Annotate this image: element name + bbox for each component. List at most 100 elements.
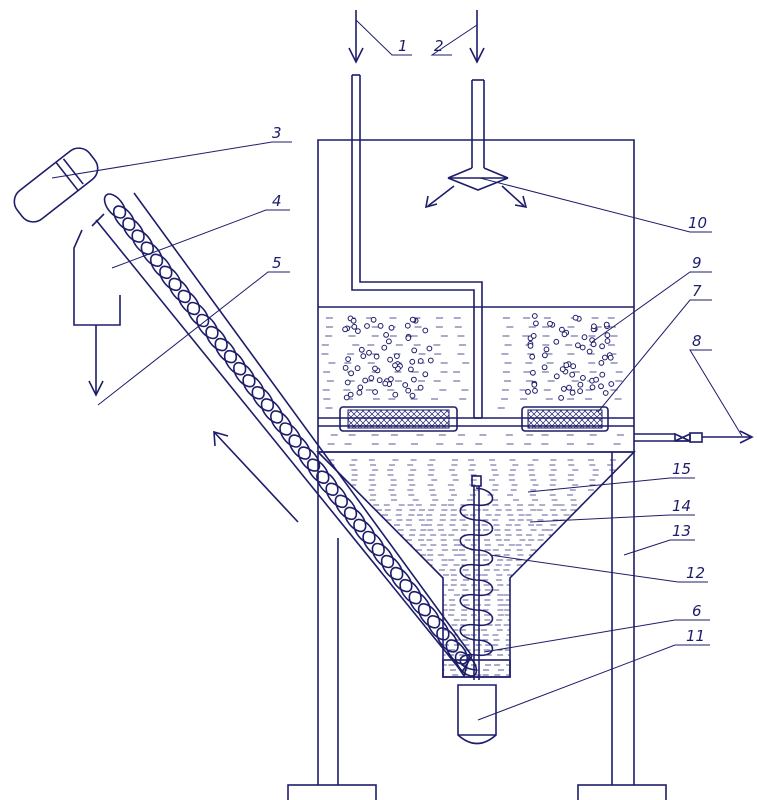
- conveyor-flight: [399, 578, 422, 605]
- vertical-screw: [459, 475, 494, 680]
- bubble: [577, 388, 583, 395]
- conveyor-flight: [380, 554, 404, 581]
- outlet-pipe-8: [634, 430, 754, 444]
- bubble: [356, 389, 363, 396]
- bubble: [345, 356, 352, 363]
- bubble: [409, 316, 416, 323]
- label-11: 11: [686, 627, 705, 645]
- bubble: [591, 323, 597, 330]
- bubble: [392, 362, 398, 369]
- label-3: 3: [272, 124, 282, 142]
- bubble: [607, 354, 614, 361]
- conveyor-flight: [186, 301, 210, 328]
- conveyor-flight: [454, 651, 478, 677]
- inclined-screw-conveyor: [95, 192, 478, 678]
- bubble: [409, 358, 416, 365]
- label-6: 6: [692, 602, 702, 620]
- inlet-pipe-1: [318, 74, 634, 427]
- bubble: [404, 322, 411, 329]
- conveyor-flight: [334, 494, 358, 521]
- bubble: [599, 371, 606, 378]
- bubble: [344, 379, 351, 386]
- conveyor-flight: [103, 193, 127, 219]
- bubble: [529, 353, 536, 360]
- conveyor-flight: [196, 313, 219, 340]
- conveyor-flight: [168, 277, 191, 304]
- bubble: [348, 370, 355, 377]
- conveyor-flight: [408, 590, 432, 617]
- bubble: [387, 356, 394, 363]
- bubble: [350, 317, 357, 324]
- label-2: 2: [434, 37, 444, 55]
- bubble: [388, 376, 394, 383]
- conveyor-flight: [297, 446, 321, 472]
- bubble: [604, 332, 611, 339]
- conveyor-flight: [205, 325, 228, 352]
- conveyor-flight: [223, 349, 247, 376]
- bubble: [553, 338, 560, 345]
- bubble: [579, 344, 586, 351]
- bubble: [360, 353, 367, 360]
- bubble: [417, 384, 424, 391]
- conveyor-flight: [288, 434, 311, 460]
- bubble: [342, 326, 349, 333]
- bubble: [575, 342, 581, 349]
- bubble: [577, 381, 584, 388]
- bubble: [381, 344, 388, 351]
- bubble: [372, 365, 378, 372]
- bubble: [593, 376, 599, 383]
- bubble: [408, 366, 414, 373]
- bubble: [566, 384, 572, 391]
- conveyor-flight: [270, 410, 293, 436]
- conveyor-flight: [251, 386, 275, 412]
- label-10: 10: [688, 214, 707, 232]
- bubble: [411, 376, 417, 383]
- bubble: [422, 371, 429, 378]
- inlet-pipe-2: [424, 79, 528, 209]
- bubble: [608, 381, 615, 387]
- support-legs: [287, 452, 667, 800]
- bubble: [402, 382, 409, 388]
- bubble: [364, 323, 370, 329]
- bubble: [368, 375, 375, 381]
- label-13: 13: [672, 522, 691, 540]
- bubble: [525, 389, 531, 395]
- bubble: [347, 391, 354, 398]
- bubble: [531, 381, 538, 388]
- bubble: [409, 392, 416, 399]
- bubble: [417, 358, 424, 364]
- bubble: [553, 373, 560, 380]
- bubble: [561, 386, 567, 392]
- conveyor-flight: [260, 398, 284, 424]
- bubble: [547, 320, 553, 327]
- bubble: [362, 377, 369, 384]
- conveyor-flight: [427, 615, 450, 641]
- conveyor-direction-arrow: [213, 430, 299, 523]
- conveyor-flight: [390, 566, 413, 593]
- label-5: 5: [272, 254, 282, 272]
- conveyor-flight: [112, 205, 136, 231]
- bubble: [388, 324, 395, 331]
- bubble: [357, 384, 364, 391]
- conveyor-flight: [122, 217, 145, 243]
- bubble: [586, 348, 593, 355]
- bubble: [392, 391, 399, 398]
- bubble: [602, 390, 609, 396]
- conveyor-flight: [343, 506, 367, 533]
- bubble: [570, 363, 577, 370]
- bubble: [426, 345, 433, 352]
- bubble: [376, 377, 383, 384]
- bubble: [358, 346, 365, 353]
- label-1: 1: [398, 37, 408, 55]
- conveyor-flight: [214, 337, 238, 364]
- bubble: [530, 333, 537, 339]
- bubble: [527, 343, 534, 349]
- gas-bubbles: [342, 313, 615, 401]
- conveyor-flight: [306, 458, 330, 484]
- bubble: [572, 314, 579, 321]
- screw-flight: [459, 487, 494, 671]
- filter-cartridge-right: [521, 406, 609, 432]
- bubble: [569, 371, 576, 378]
- conveyor-flight: [279, 422, 302, 448]
